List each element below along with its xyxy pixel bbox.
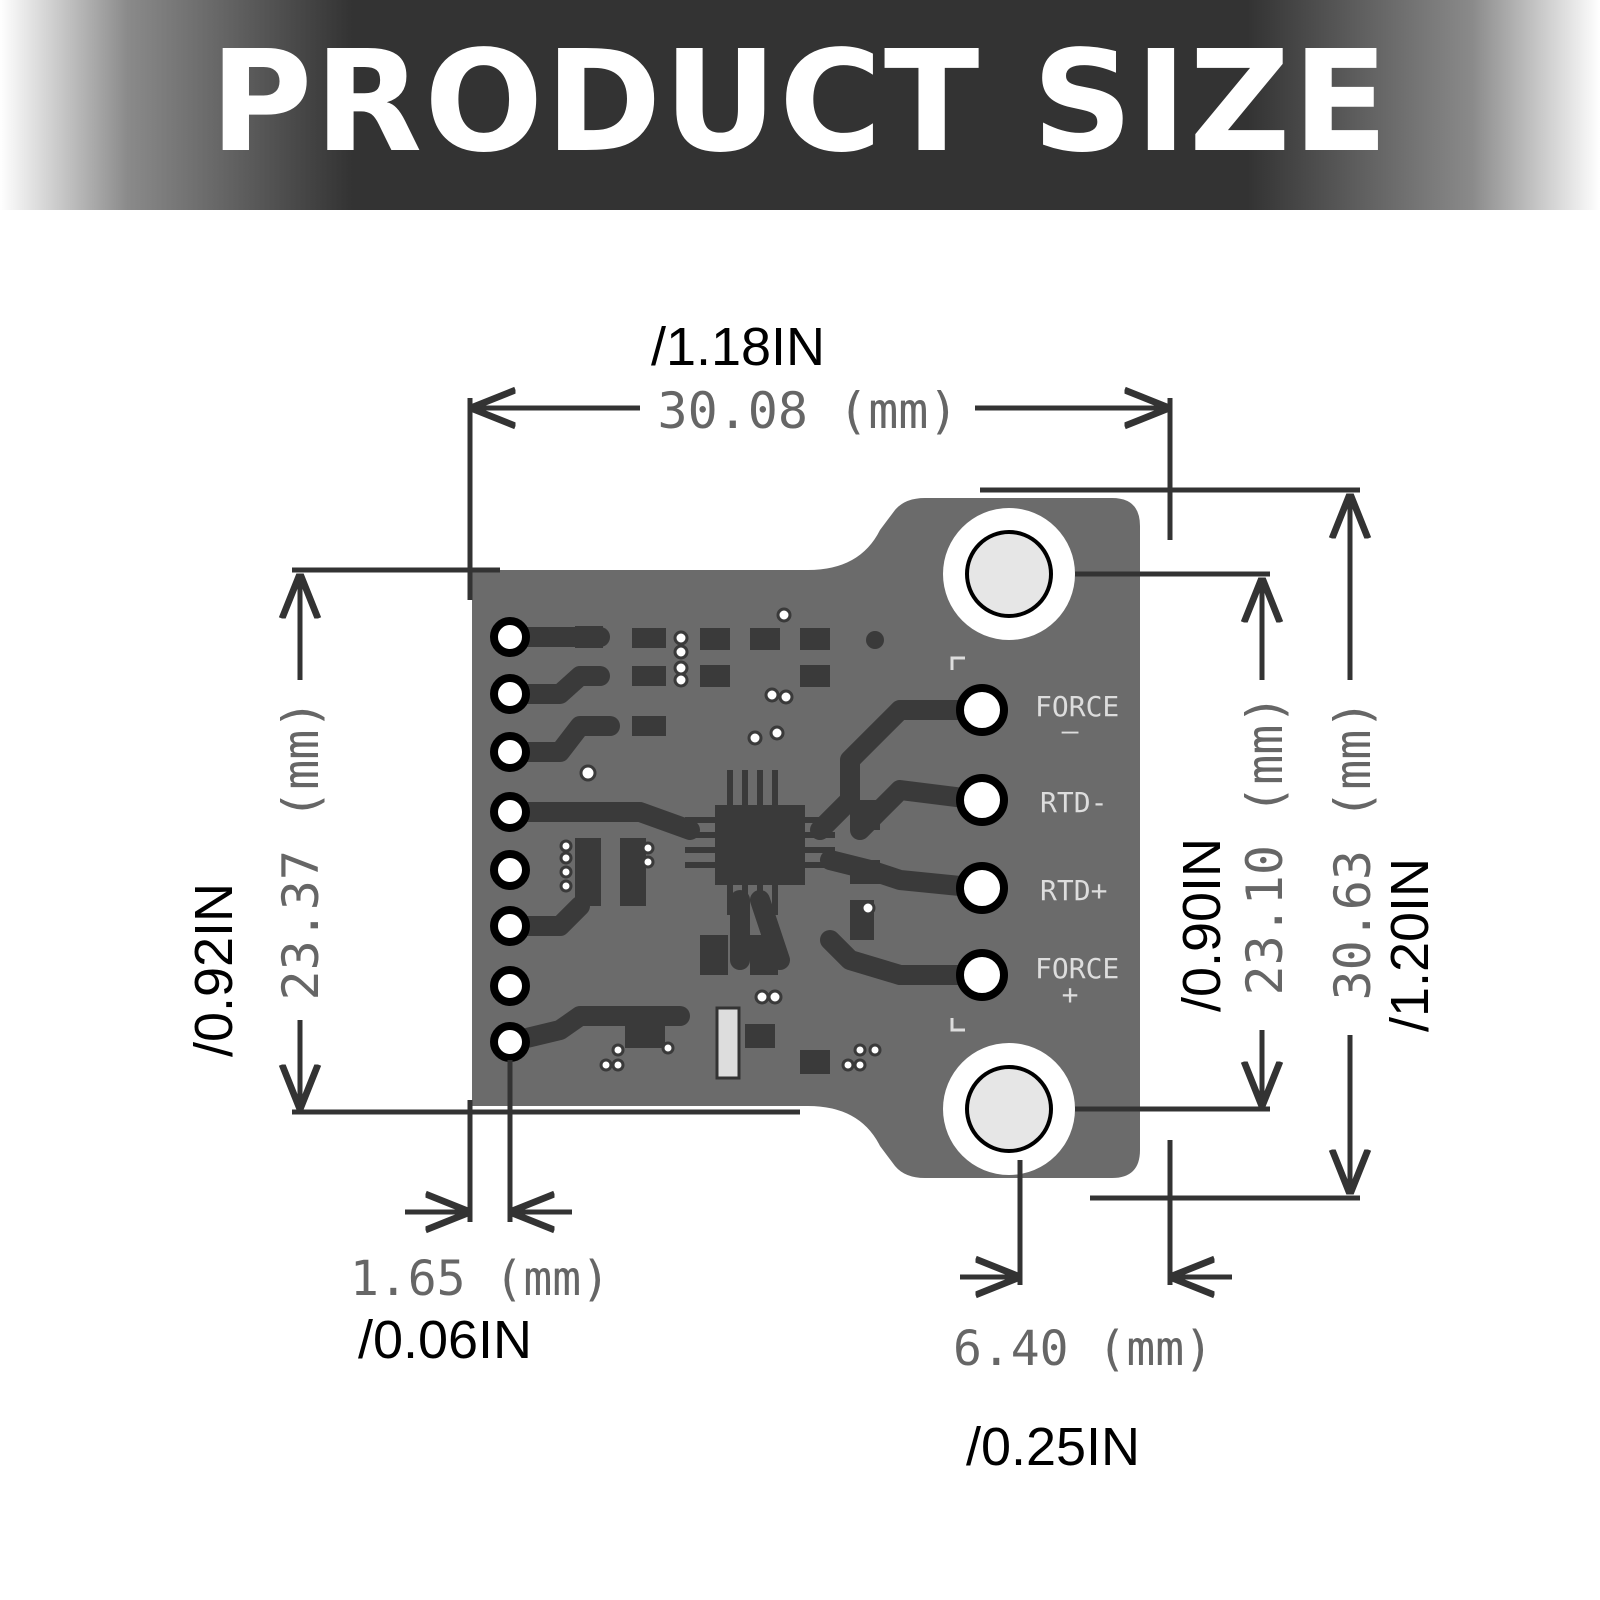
- width-mm-label: 30.08 (mm): [657, 382, 958, 440]
- dimension-width-overall: 30.08 (mm) /1.18IN: [467, 317, 1173, 600]
- mounting-hole-bottom: [943, 1043, 1075, 1175]
- vias: [559, 607, 882, 1072]
- label-force-minus: FORCE: [1035, 690, 1119, 723]
- ic-chip: [685, 770, 835, 915]
- height-overall-inch-label: /1.20IN: [1380, 858, 1440, 1032]
- dimension-height-overall: 30.63 (mm) /1.20IN: [980, 487, 1440, 1201]
- rtd-terminals: [950, 656, 1008, 1032]
- pcb-traces: [500, 627, 990, 1052]
- hole-spacing-mm-label: 23.10 (mm): [1236, 694, 1294, 995]
- dimension-hole-offset: 6.40 (mm) /0.25IN: [953, 1140, 1232, 1477]
- pin-offset-inch-label: /0.06IN: [358, 1310, 532, 1370]
- label-rtd-minus: RTD-: [1040, 786, 1107, 819]
- dimension-height-left: 23.37 (mm) /0.92IN: [184, 567, 800, 1115]
- dimension-hole-spacing: 23.10 (mm) /0.90IN: [1075, 571, 1294, 1112]
- smd-components: [575, 626, 884, 1080]
- dimension-pin-offset: 1.65 (mm) /0.06IN: [350, 1060, 610, 1370]
- hole-offset-inch-label: /0.25IN: [966, 1417, 1140, 1477]
- pin-offset-mm-label: 1.65 (mm): [350, 1251, 610, 1307]
- mounting-hole-top: [943, 508, 1075, 640]
- height-overall-mm-label: 30.63 (mm): [1324, 699, 1382, 1000]
- height-left-inch-label: /0.92IN: [184, 883, 244, 1057]
- label-rtd-plus: RTD+: [1040, 874, 1107, 907]
- width-inch-label: /1.18IN: [651, 317, 825, 377]
- label-plus-sign: +: [1062, 978, 1079, 1011]
- title-banner: [0, 0, 1600, 210]
- hole-offset-mm-label: 6.40 (mm): [953, 1321, 1213, 1377]
- hole-spacing-inch-label: /0.90IN: [1172, 838, 1232, 1012]
- label-minus-sign: —: [1062, 714, 1079, 747]
- label-force-plus: FORCE: [1035, 952, 1119, 985]
- header-pins: [490, 617, 530, 1062]
- height-left-mm-label: 23.37 (mm): [272, 699, 330, 1000]
- page-title: PRODUCT SIZE: [209, 21, 1391, 184]
